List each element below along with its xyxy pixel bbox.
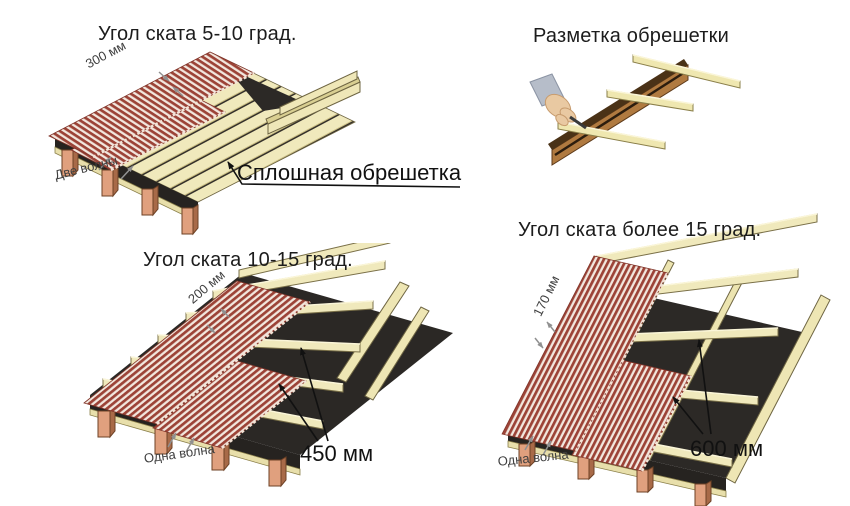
rafter-posts	[97, 407, 287, 488]
marking-line	[554, 70, 686, 157]
end-overlap-ticks	[206, 308, 230, 334]
steep-slope-title: Угол ската более 15 град.	[518, 219, 762, 241]
steep-slope-illustration	[501, 213, 831, 506]
solid-lathing-callout: Сплошная обрешетка	[237, 160, 462, 185]
panel-flat-slope: Угол ската 5-10 град. 300 мм Две волны С…	[35, 12, 465, 242]
corrugated-sheets	[83, 280, 311, 449]
underlayment-patch	[232, 70, 307, 111]
marking-illustration	[529, 54, 741, 166]
side-overlap-arrows	[167, 432, 195, 453]
lathing-callout-arrow	[227, 161, 461, 188]
rafter-posts	[61, 146, 199, 236]
medium-slope-batten-spacing-label: 450 мм	[300, 441, 374, 466]
panel-marking: Разметка обрешетки	[500, 12, 845, 212]
edge-rafter-boards	[336, 281, 430, 401]
panel-steep-slope: Угол ската более 15 град. 170 мм Одна во…	[475, 212, 850, 506]
end-overlap-ticks	[158, 71, 184, 97]
corrugated-sheets	[501, 255, 693, 472]
end-overlap-ticks	[534, 321, 556, 349]
medium-slope-illustration	[83, 243, 453, 488]
edge-rafter-boards	[265, 70, 361, 135]
flat-slope-title: Угол ската 5-10 град.	[98, 23, 297, 45]
batten-spacing-arrows	[672, 339, 712, 435]
marking-title: Разметка обрешетки	[533, 25, 729, 47]
panel-medium-slope: Угол ската 10-15 град. 200 мм Одна волна…	[55, 243, 460, 506]
corrugated-sheets	[48, 51, 255, 172]
flat-slope-illustration	[48, 51, 461, 236]
medium-slope-title: Угол ската 10-15 град.	[143, 249, 353, 271]
steep-slope-batten-spacing-label: 600 мм	[690, 436, 764, 461]
side-overlap-arrows	[98, 156, 134, 180]
rafter-posts	[518, 440, 712, 506]
pencil	[569, 115, 587, 130]
hand-with-pencil	[529, 73, 587, 130]
batten-spacing-arrows	[278, 347, 329, 442]
side-overlap-arrows	[524, 435, 552, 456]
